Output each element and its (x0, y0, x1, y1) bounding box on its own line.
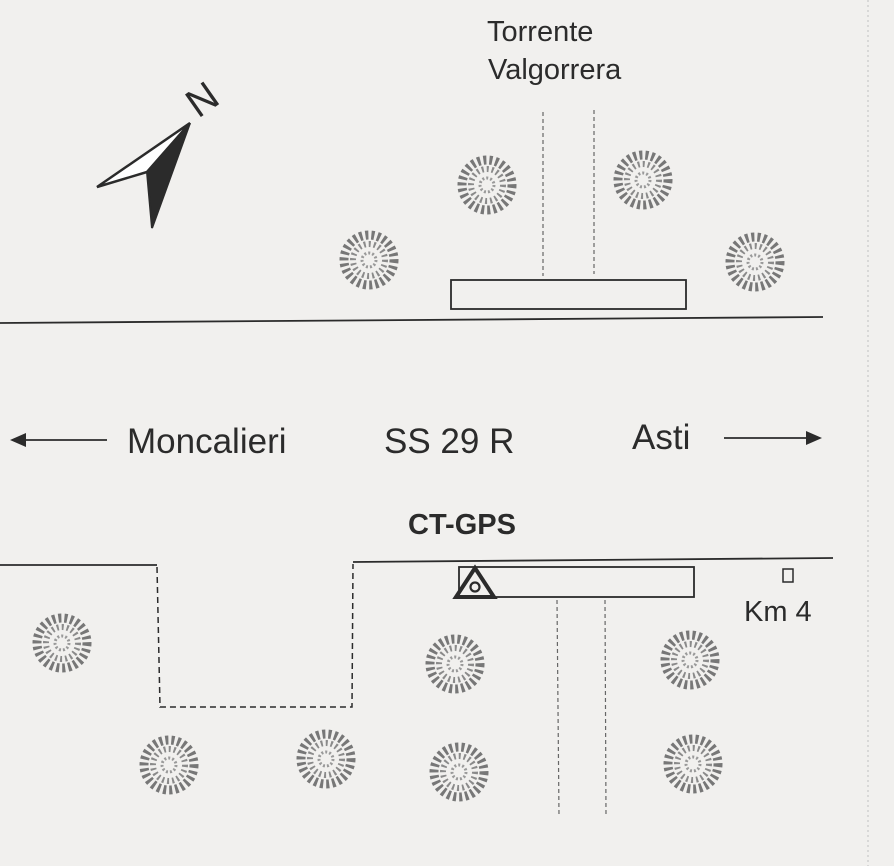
km-marker-icon (782, 568, 794, 583)
bridge-north (450, 279, 687, 310)
bridge-south (458, 566, 695, 598)
arrow-left-icon (10, 433, 107, 447)
destination-left-label: Moncalieri (127, 422, 287, 461)
tree-icon (430, 639, 480, 689)
tree-icon (618, 155, 668, 205)
river-label-line1: Torrente (487, 16, 594, 48)
tree-icon (344, 235, 394, 285)
tree-icon (144, 740, 194, 790)
road-name-label: SS 29 R (384, 422, 515, 461)
road-edge-north (0, 316, 824, 324)
tree-icon (37, 618, 87, 668)
road-edge-south-right (352, 557, 834, 563)
arrow-right-icon (724, 431, 822, 445)
river-bank-left-south (556, 599, 560, 817)
tree-icon (730, 237, 780, 287)
river-bank-right-south (604, 599, 607, 817)
km-marker-label: Km 4 (744, 596, 812, 628)
tree-icon (665, 635, 715, 685)
layby-outline (156, 563, 354, 708)
river-label-line2: Valgorrera (488, 54, 622, 86)
tree-icon (301, 734, 351, 784)
triangle-station-icon (452, 564, 498, 599)
station-label: CT-GPS (408, 509, 516, 541)
north-arrow-icon (96, 121, 191, 229)
tree-icon (668, 739, 718, 789)
tree-icon (434, 747, 484, 797)
tree-icon (462, 160, 512, 210)
destination-right-label: Asti (632, 418, 691, 457)
